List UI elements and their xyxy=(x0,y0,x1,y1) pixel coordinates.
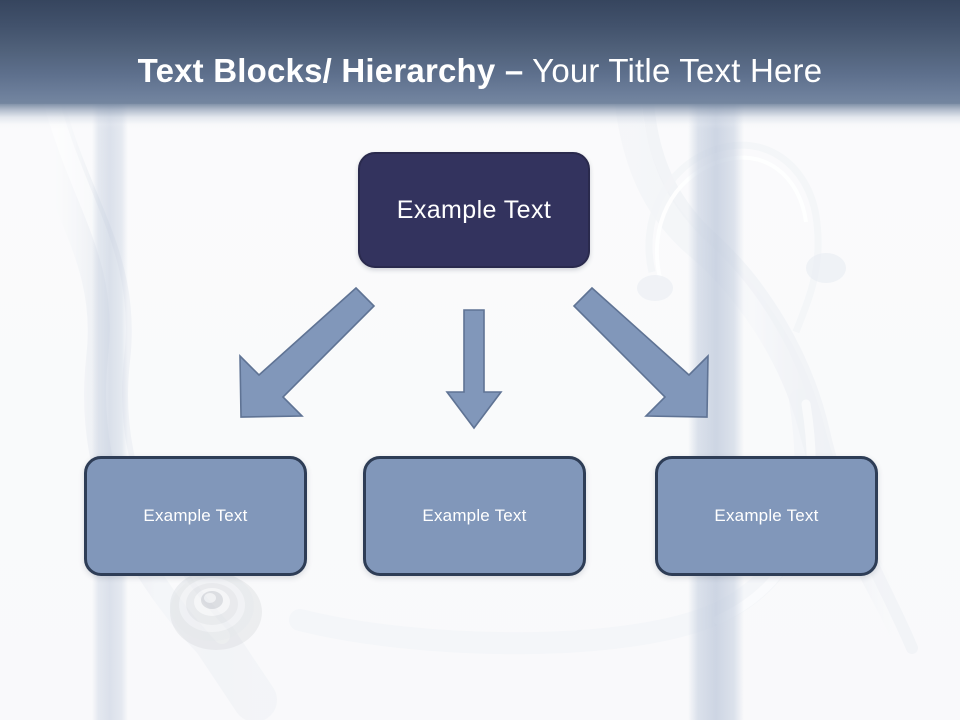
background-band-right xyxy=(688,104,744,720)
slide-header-band xyxy=(0,0,960,104)
page-title-bold: Text Blocks/ Hierarchy – xyxy=(137,52,524,89)
hierarchy-leaf-node-3-label: Example Text xyxy=(714,506,819,525)
stethoscope-chestpiece-icon xyxy=(160,560,270,655)
hierarchy-top-node-label: Example Text xyxy=(396,195,552,224)
background-band-left xyxy=(92,104,128,720)
hierarchy-top-node[interactable]: Example Text xyxy=(358,152,590,268)
hierarchy-leaf-node-2-label: Example Text xyxy=(422,506,527,525)
hierarchy-leaf-node-2[interactable]: Example Text xyxy=(363,456,586,576)
hierarchy-leaf-node-3[interactable]: Example Text xyxy=(655,456,878,576)
page-title-light: Your Title Text Here xyxy=(523,52,823,89)
page-title: Text Blocks/ Hierarchy – Your Title Text… xyxy=(0,51,960,91)
hierarchy-leaf-node-1[interactable]: Example Text xyxy=(84,456,307,576)
hierarchy-leaf-node-1-label: Example Text xyxy=(143,506,248,525)
